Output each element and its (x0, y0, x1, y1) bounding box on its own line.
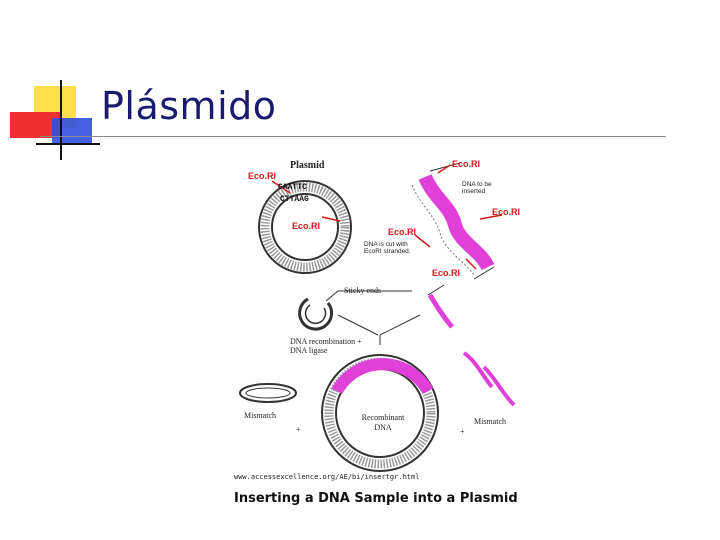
slide-title: Plásmido (101, 84, 277, 128)
converging-arrows (337, 314, 421, 345)
title-rule (40, 136, 666, 137)
plus-sign-left: + (296, 425, 301, 434)
plasmid-diagram: Plasmid Eco.RI GAATTC CTTAAG Eco.RI Eco.… (230, 155, 530, 515)
enzyme-label: Eco.RI (388, 227, 417, 237)
plasmid-bottom-sequence: CTTAAG (280, 195, 309, 204)
plasmid-ring (258, 180, 352, 274)
sticky-ends-label: Sticky ends (344, 286, 382, 295)
insert-dna-strand (411, 162, 495, 280)
dna-cut-note: DNA is cut with EcoRI stranded. (364, 241, 411, 255)
cut-plasmid (298, 290, 412, 331)
plasmid-top-sequence: GAATTC (278, 183, 307, 192)
figure-caption: Inserting a DNA Sample into a Plasmid (234, 491, 518, 506)
accent-square-blue (52, 118, 92, 144)
source-url: www.accessexcellence.org/AE/bi/insertgr.… (234, 473, 420, 481)
mismatch-label-left: Mismatch (244, 411, 276, 420)
plus-sign-right: + (460, 427, 465, 436)
plasmid-heading: Plasmid (290, 160, 325, 171)
mismatch-label-right: Mismatch (474, 417, 506, 426)
enzyme-label: Eco.RI (292, 221, 321, 231)
accent-horizontal-line (36, 143, 100, 145)
enzyme-arrows (271, 164, 503, 270)
mismatch-strands (462, 351, 516, 407)
enzyme-label: Eco.RI (248, 171, 277, 181)
dna-to-be-inserted-label: DNA to be inserted (462, 181, 492, 195)
enzyme-label: Eco.RI (432, 268, 461, 278)
recombination-step-label: DNA recombination + DNA ligase (290, 337, 362, 355)
enzyme-label: Eco.RI (492, 207, 521, 217)
enzyme-label: Eco.RI (452, 159, 481, 169)
recombinant-plasmid (321, 354, 439, 472)
insert-fragment (427, 284, 454, 329)
accent-vertical-line (60, 80, 62, 160)
diagram-artwork (239, 162, 516, 472)
mismatch-ring (239, 383, 297, 403)
recombinant-dna-label: Recombinant DNA (361, 413, 405, 432)
